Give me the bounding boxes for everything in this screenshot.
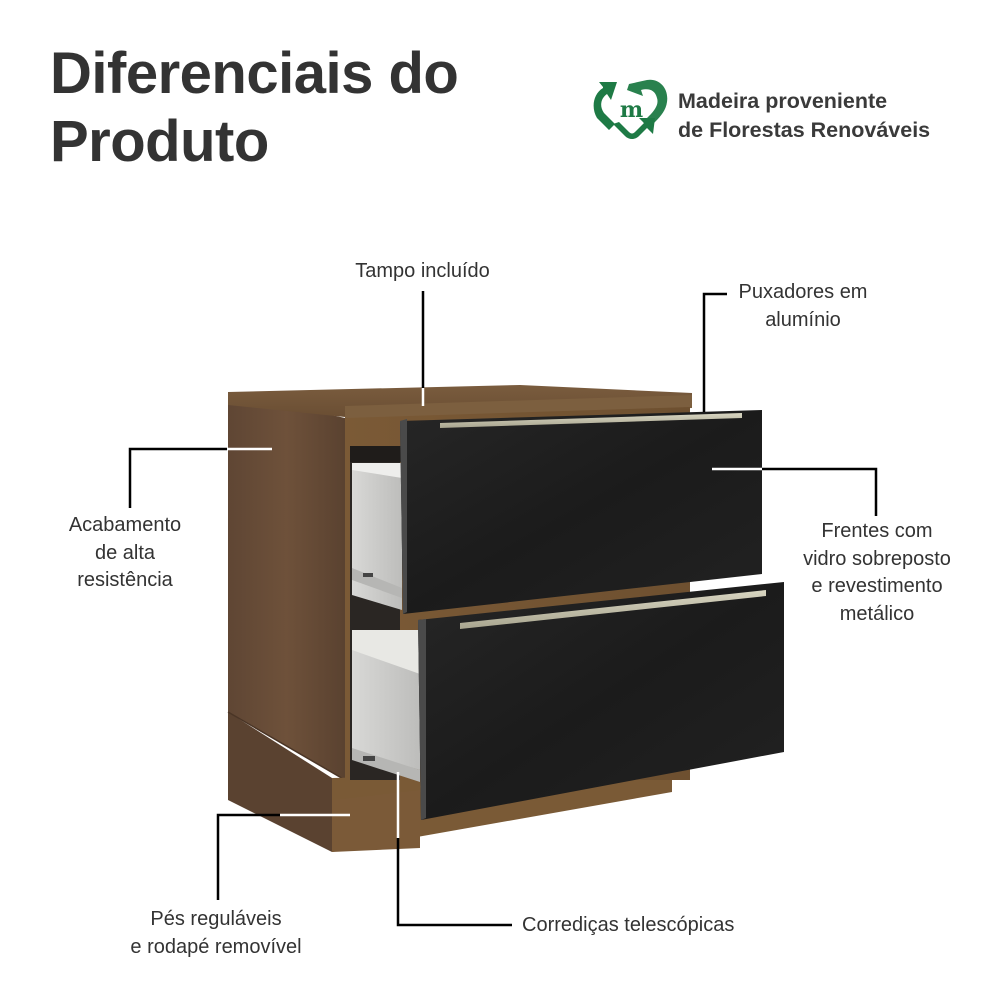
- cabinet-top: [228, 385, 692, 420]
- title-line-1: Diferenciais do: [50, 41, 459, 106]
- badge-line-1: Madeira proveniente: [678, 89, 888, 113]
- badge-line-2: de Florestas Renováveis: [678, 118, 931, 142]
- callout-glass-fronts: Frentes com vidro sobreposto e revestime…: [782, 518, 972, 628]
- callout-fronts-line-2: vidro sobreposto: [803, 547, 951, 570]
- badge-letter: m: [620, 97, 643, 123]
- callout-feet-line-1: Pés reguláveis: [150, 908, 282, 930]
- callout-adjustable-feet: Pés reguláveis e rodapé removível: [108, 906, 324, 961]
- callout-fronts-line-1: Frentes com: [821, 520, 933, 542]
- callout-feet-line-2: e rodapé removível: [130, 935, 302, 958]
- callout-aluminum-handles: Puxadores em alumínio: [726, 279, 880, 334]
- callout-finish-line-3: resistência: [77, 569, 173, 591]
- callout-lines: [128, 291, 878, 927]
- callout-handles-line-1: Puxadores em: [738, 281, 868, 303]
- callout-handles-line-2: alumínio: [765, 308, 841, 331]
- callout-slides-line-1: Corrediças telescópicas: [522, 914, 735, 936]
- cabinet-side-panel: [227, 392, 346, 852]
- callout-finish-line-1: Acabamento: [68, 514, 182, 536]
- badge-text: Madeira proveniente de Florestas Renováv…: [678, 87, 930, 145]
- callout-high-resistance-finish: Acabamento de alta resistência: [45, 512, 205, 595]
- page-title: Diferenciais do Produto: [50, 40, 459, 176]
- title-line-2: Produto: [50, 109, 269, 174]
- callout-top-line-1: Tampo incluído: [355, 260, 490, 282]
- callout-top-included: Tampo incluído: [330, 258, 515, 286]
- callout-fronts-line-3: e revestimento: [811, 575, 943, 597]
- callout-finish-line-2: de alta: [94, 541, 156, 564]
- callout-fronts-line-4: metálico: [839, 602, 915, 625]
- recycle-heart-m-icon: m: [593, 79, 668, 139]
- upper-drawer-front: [400, 410, 762, 614]
- callout-telescopic-slides: Corrediças telescópicas: [522, 912, 772, 940]
- lower-drawer-front: [418, 582, 784, 820]
